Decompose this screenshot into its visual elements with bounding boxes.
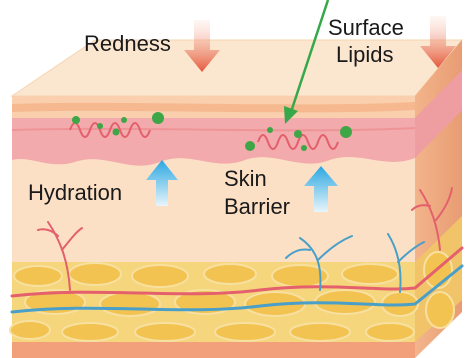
surface-lipids-label-line1: Surface [328,14,404,41]
surface-lipids-label: Surface Lipids [328,14,404,68]
redness-label: Redness [84,31,171,56]
skin-barrier-label-line1: Skin [224,165,290,193]
hydration-label: Hydration [28,180,122,205]
fat-cells [10,252,454,341]
skin-barrier-label-line2: Barrier [224,193,290,221]
skin-barrier-label: Skin Barrier [224,165,290,221]
surface-lipids-label-line2: Lipids [328,41,404,68]
